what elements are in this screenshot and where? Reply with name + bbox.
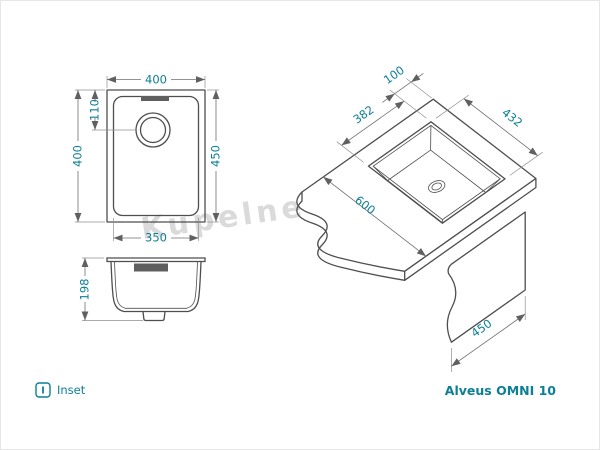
dim-label-100: 100 [381,63,407,87]
dimension-width-top: 400 [106,73,206,88]
dimension-edge-distance: 100 [381,63,432,103]
inset-legend: I Inset [35,382,86,398]
dim-label-400-left: 400 [71,145,85,167]
inset-legend-label: Inset [57,383,86,397]
overflow-slot [141,96,169,101]
dimension-bowl-width: 350 [113,218,199,245]
footer: I Inset Alveus OMNI 10 [35,382,557,398]
dimension-height-right: 450 [207,89,223,223]
dim-label-400-top: 400 [145,73,167,87]
product-name: Alveus OMNI 10 [445,383,557,398]
overflow-box [134,263,168,272]
worktop-torn-edge [296,191,406,281]
drain-inner-circle [139,116,167,144]
dimension-sink-depth: 198 [78,257,143,321]
bowl-inner-wall [114,261,198,309]
bowl-outer-wall [110,260,202,313]
drain-stub [142,310,166,322]
inset-icon-letter: I [41,386,45,397]
bowl-corner-lines [372,125,501,223]
sink-bowl-edge [112,95,200,217]
worktop-front-edge [404,177,537,281]
iso-view: 382 100 432 600 450 [296,63,543,372]
dim-label-110: 110 [88,99,102,121]
side-view: 198 [78,257,206,322]
sink-outer-edge [106,89,206,223]
dimension-drain-offset: 110 [88,90,136,131]
top-view: 400 450 400 110 [71,73,223,245]
dim-label-432: 432 [499,105,525,130]
drain-iso [428,180,446,193]
inset-icon [35,382,51,398]
dim-label-350: 350 [145,231,167,245]
dim-label-198: 198 [78,279,92,301]
dimension-height-left: 400 [71,89,105,223]
dim-label-382: 382 [350,102,376,126]
dim-label-450-right: 450 [209,145,223,167]
cabinet-panel [446,211,526,343]
